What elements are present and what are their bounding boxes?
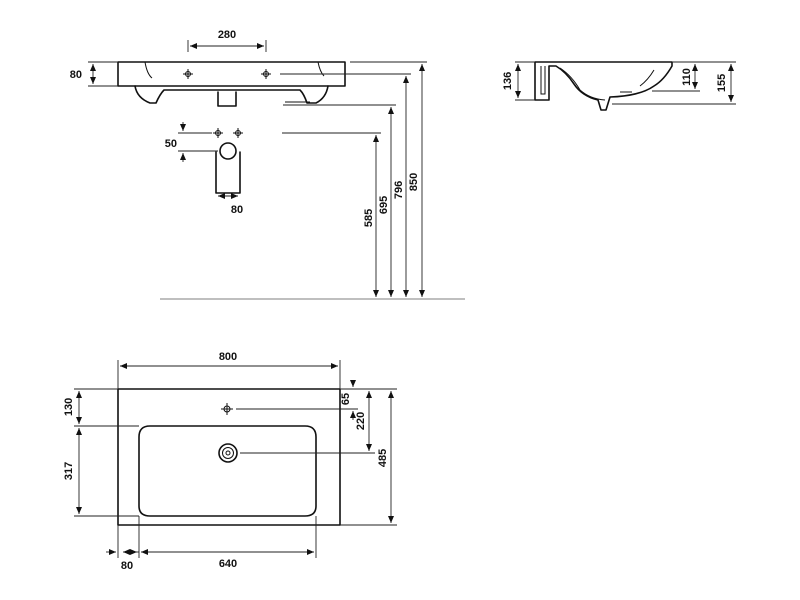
tap-hole-left-icon bbox=[183, 69, 193, 79]
dim-110-label: 110 bbox=[681, 68, 693, 86]
waste-pipe bbox=[215, 151, 241, 194]
dim-485-label: 485 bbox=[377, 449, 389, 467]
plan-view: 800 130 317 65 220 485 80 640 bbox=[63, 351, 397, 572]
dim-155-label: 155 bbox=[716, 74, 728, 92]
plan-tap-hole-icon bbox=[221, 403, 233, 415]
front-basin-underside bbox=[134, 85, 329, 104]
fitting-left-icon bbox=[213, 128, 223, 138]
dim-65-label: 65 bbox=[340, 393, 352, 405]
dim-800-label: 800 bbox=[219, 351, 237, 363]
dim-796-label: 796 bbox=[393, 181, 405, 199]
side-basin-profile bbox=[534, 61, 673, 111]
dim-130-label: 130 bbox=[63, 398, 75, 416]
front-waste-outlet bbox=[217, 91, 237, 107]
dim-695-label: 695 bbox=[378, 196, 390, 214]
front-basin-rim bbox=[117, 61, 346, 87]
dim-136-label: 136 bbox=[502, 72, 514, 90]
plan-basin-outline bbox=[117, 388, 341, 526]
dim-280-label: 280 bbox=[218, 29, 236, 41]
front-elevation: 280 80 50 80 bbox=[70, 29, 465, 300]
dim-80-waste-label: 80 bbox=[231, 204, 243, 216]
dim-50-label: 50 bbox=[165, 138, 177, 150]
dim-317-label: 317 bbox=[63, 462, 75, 480]
dim-640-label: 640 bbox=[219, 558, 237, 570]
plan-bowl bbox=[138, 425, 317, 517]
side-elevation: 136 110 155 bbox=[502, 61, 736, 111]
tap-hole-right-icon bbox=[261, 69, 271, 79]
plan-drain-icon bbox=[218, 443, 238, 463]
dim-585-label: 585 bbox=[363, 209, 375, 227]
dim-220-label: 220 bbox=[355, 412, 367, 430]
wall-tap-fittings bbox=[213, 128, 243, 194]
dim-850-label: 850 bbox=[408, 173, 420, 191]
fitting-right-icon bbox=[233, 128, 243, 138]
dim-80-rim-label: 80 bbox=[70, 69, 82, 81]
dim-80-left-label: 80 bbox=[121, 560, 133, 572]
waste-trap-icon bbox=[219, 142, 237, 160]
